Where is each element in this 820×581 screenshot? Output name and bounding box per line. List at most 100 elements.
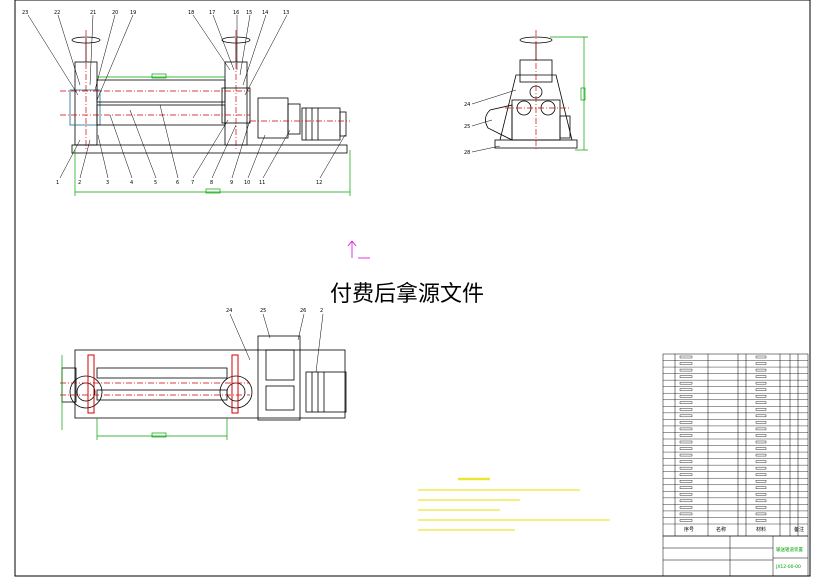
plan-handwheel-left bbox=[69, 375, 103, 409]
bom-frame bbox=[662, 353, 809, 537]
balloon-label: 4 bbox=[130, 180, 133, 186]
bom-cell-mark bbox=[755, 499, 767, 503]
bom-cell-mark bbox=[679, 414, 693, 418]
bom-cell-mark bbox=[679, 493, 693, 496]
balloon-label: 19 bbox=[130, 10, 136, 16]
plan-gearbox bbox=[257, 335, 301, 421]
bom-cell-mark bbox=[755, 447, 767, 450]
balloon-label: 5 bbox=[154, 180, 157, 186]
gearbox bbox=[257, 97, 289, 139]
bom-cell-mark bbox=[755, 486, 767, 489]
front-view-leaders-top bbox=[27, 14, 288, 101]
bom-cell-mark bbox=[755, 408, 767, 411]
balloon-label: 16 bbox=[233, 10, 239, 16]
bom-header-remark: 备注 bbox=[794, 526, 804, 533]
front-view bbox=[69, 36, 348, 154]
bom-cell-mark bbox=[679, 362, 693, 365]
bom-cell-mark bbox=[679, 460, 693, 463]
bom-cell-mark bbox=[755, 440, 767, 444]
bom-table bbox=[662, 353, 809, 577]
plan-view-leaders bbox=[229, 313, 324, 373]
bom-cell-mark bbox=[755, 466, 767, 470]
plan-view-dimensions bbox=[61, 355, 228, 440]
bom-cell-mark bbox=[755, 453, 767, 457]
bom-cell-mark bbox=[755, 434, 767, 437]
bom-cell-mark bbox=[755, 460, 767, 463]
front-view-leaders-bottom bbox=[59, 104, 346, 179]
plan-view bbox=[61, 335, 347, 421]
bom-cell-mark bbox=[755, 355, 767, 359]
bom-cell-mark bbox=[755, 421, 767, 424]
balloon-label: 25 bbox=[260, 308, 266, 314]
left-bearing-block bbox=[69, 89, 101, 126]
balloon-label: 15 bbox=[246, 10, 252, 16]
technical-notes bbox=[418, 477, 610, 531]
bom-cell-mark bbox=[679, 512, 693, 516]
bom-cell-mark bbox=[755, 506, 767, 509]
balloon-label: 2 bbox=[78, 180, 81, 186]
bom-cell-mark bbox=[679, 447, 693, 450]
title-block-frame bbox=[662, 535, 809, 577]
bom-cell-mark bbox=[755, 381, 767, 385]
bom-cell-mark bbox=[679, 355, 693, 359]
balloon-label: 7 bbox=[191, 180, 194, 186]
drawing-frame bbox=[14, 0, 811, 577]
balloon-label: 14 bbox=[262, 10, 268, 16]
bom-cell-mark bbox=[679, 480, 693, 483]
motor bbox=[301, 107, 341, 141]
bom-cell-mark bbox=[679, 506, 693, 509]
balloon-label: 12 bbox=[316, 180, 322, 186]
balloon-label: 24 bbox=[464, 102, 470, 108]
bom-cell-mark bbox=[755, 473, 767, 476]
balloon-label: 20 bbox=[112, 10, 118, 16]
balloon-label: 6 bbox=[176, 180, 179, 186]
balloon-label: 11 bbox=[259, 180, 265, 186]
bom-cell-mark bbox=[679, 375, 693, 378]
side-view-balloons: 24 25 28 bbox=[464, 102, 470, 156]
front-view-balloons-bottom: 1 2 3 4 5 6 7 8 9 10 11 12 bbox=[56, 180, 322, 186]
balloon-label: 9 bbox=[230, 180, 233, 186]
bom-header-no: 序号 bbox=[684, 526, 694, 533]
plan-upper-roller bbox=[96, 367, 228, 379]
bom-cell-mark bbox=[755, 375, 767, 378]
plan-base bbox=[74, 349, 346, 419]
front-view-balloons-top: 23 22 21 20 19 18 17 16 15 14 13 bbox=[22, 10, 289, 16]
balloon-label: 18 bbox=[188, 10, 194, 16]
bom-cell-mark bbox=[755, 414, 767, 418]
bom-cell-mark bbox=[679, 395, 693, 398]
drawing-title: 输送辊道装置 bbox=[776, 546, 803, 553]
bom-rows bbox=[663, 355, 808, 525]
bom-cell-mark bbox=[679, 499, 693, 503]
bom-cell-mark bbox=[679, 381, 693, 385]
plan-view-redlines bbox=[60, 354, 250, 414]
bom-cell-mark bbox=[679, 408, 693, 411]
balloon-label: 10 bbox=[244, 180, 250, 186]
side-view-leaders bbox=[471, 89, 517, 153]
bom-cell-mark bbox=[679, 427, 693, 431]
balloon-label: 22 bbox=[54, 10, 60, 16]
bom-cell-mark bbox=[755, 427, 767, 431]
balloon-label: 24 bbox=[226, 308, 232, 314]
drawing-number: JX12-00-00 bbox=[775, 564, 801, 570]
bom-cell-mark bbox=[679, 434, 693, 437]
bom-header-material: 材料 bbox=[756, 526, 766, 533]
bom-cell-mark bbox=[679, 486, 693, 489]
bom-cell-mark bbox=[755, 401, 767, 404]
side-motor-hood bbox=[485, 104, 513, 141]
bom-cell-mark bbox=[679, 401, 693, 404]
balloon-label: 28 bbox=[464, 150, 470, 156]
bom-cell-mark bbox=[755, 493, 767, 496]
bom-cell-mark bbox=[755, 480, 767, 483]
plan-view-balloons: 24 25 26 2 bbox=[226, 308, 323, 314]
watermark-text: 付费后拿源文件 bbox=[330, 282, 485, 307]
cursor-marker bbox=[347, 240, 370, 259]
side-view-centerlines bbox=[505, 30, 570, 150]
bom-cell-mark bbox=[679, 453, 693, 457]
plan-handwheel-right bbox=[219, 375, 253, 409]
bom-cell-mark bbox=[679, 368, 693, 372]
bom-header: 序号 名称 材料 备注 bbox=[684, 526, 804, 533]
bom-cell-mark bbox=[679, 388, 693, 391]
bom-cell-mark bbox=[679, 421, 693, 424]
bom-cell-mark bbox=[755, 512, 767, 516]
